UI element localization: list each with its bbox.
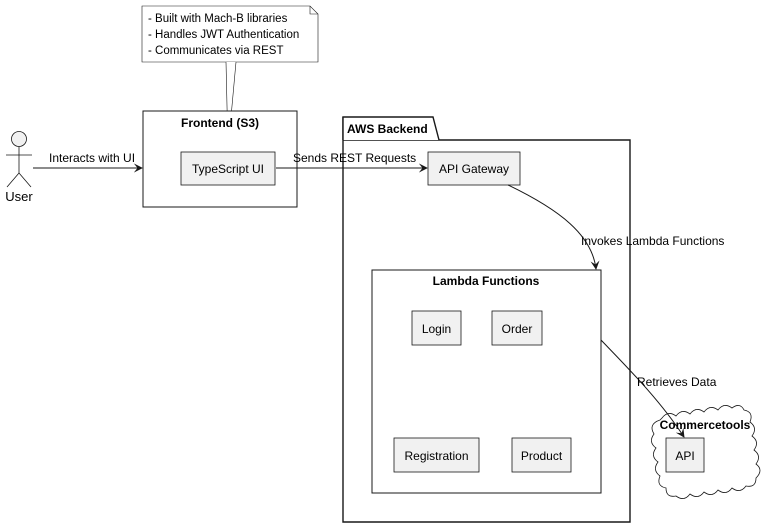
edge-ui-to-gateway-label: Sends REST Requests xyxy=(293,151,416,165)
note-line-3: - Communicates via REST xyxy=(148,45,283,57)
note-line-1: - Built with Mach-B libraries xyxy=(148,13,288,25)
lambda-product-node[interactable]: Product xyxy=(511,437,572,473)
backend-title: AWS Backend xyxy=(347,122,428,136)
lambda-product-label: Product xyxy=(521,449,563,463)
note-line-2: - Handles JWT Authentication xyxy=(148,29,299,41)
actor-user[interactable]: User xyxy=(5,131,33,205)
lambda-registration-label: Registration xyxy=(404,449,468,463)
lambda-title: Lambda Functions xyxy=(433,274,540,288)
edge-gateway-to-lambda-label: Invokes Lambda Functions xyxy=(581,234,724,248)
edge-lambda-to-api-label: Retrieves Data xyxy=(637,375,717,389)
edge-ui-to-gateway: Sends REST Requests xyxy=(276,151,428,173)
note: - Built with Mach-B libraries - Handles … xyxy=(141,5,319,63)
lambda-registration-node[interactable]: Registration xyxy=(393,437,480,473)
lambda-order-label: Order xyxy=(502,322,533,336)
edge-user-to-ui: Interacts with UI xyxy=(33,151,143,173)
frontend-title: Frontend (S3) xyxy=(181,116,259,130)
commercetools-title: Commercetools xyxy=(660,418,751,432)
edge-gateway-to-lambda: Invokes Lambda Functions xyxy=(507,184,724,270)
edge-user-to-ui-label: Interacts with UI xyxy=(49,151,135,165)
commercetools-api-label: API xyxy=(675,449,694,463)
api-gateway-label: API Gateway xyxy=(439,162,509,176)
actor-label: User xyxy=(5,189,33,204)
api-gateway-node[interactable]: API Gateway xyxy=(427,151,521,186)
commercetools-api-node[interactable]: API xyxy=(665,437,705,473)
typescript-ui-node[interactable]: TypeScript UI xyxy=(180,151,276,186)
typescript-ui-label: TypeScript UI xyxy=(192,162,264,176)
lambda-login-node[interactable]: Login xyxy=(411,310,462,346)
edge-lambda-to-api: Retrieves Data xyxy=(600,339,717,438)
lambda-order-node[interactable]: Order xyxy=(491,310,543,346)
lambda-login-label: Login xyxy=(422,322,451,336)
